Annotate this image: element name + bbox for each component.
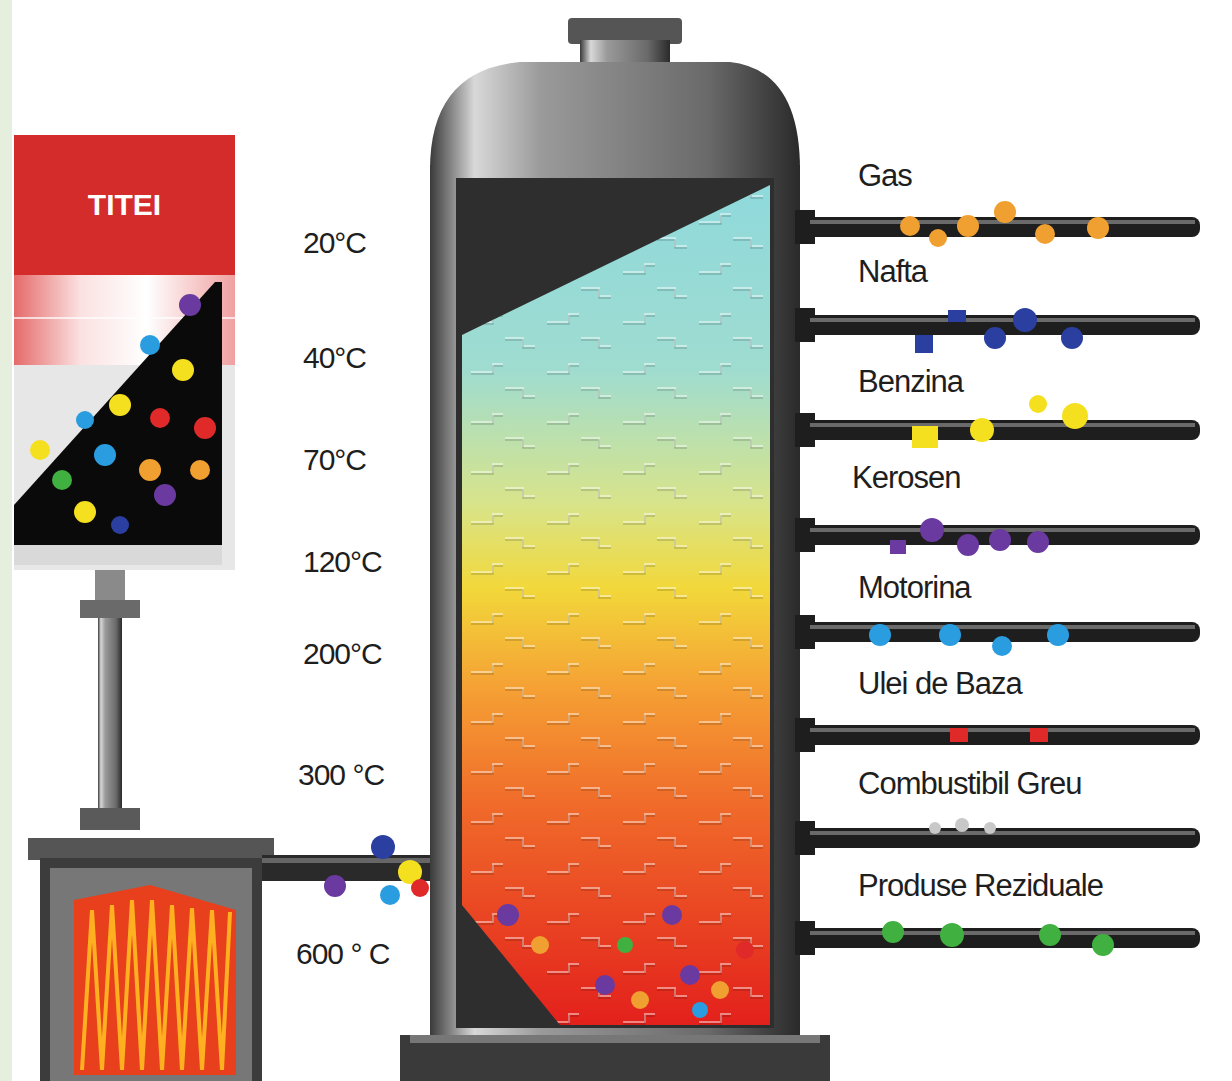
- product-label: Motorina: [858, 570, 971, 606]
- product-label: Combustibil Greu: [858, 766, 1081, 802]
- transfer-line: [262, 835, 437, 905]
- feed-tank-header: TITEI: [14, 135, 235, 275]
- combustibil-dots: [929, 818, 996, 834]
- product-label: Kerosen: [852, 460, 960, 496]
- crude-tank: [14, 135, 235, 570]
- ulei-dots: [950, 728, 1048, 742]
- gas-dots: [900, 201, 1109, 247]
- kerosen-dots: [890, 518, 1049, 556]
- residue-dots: [497, 904, 754, 1018]
- furnace: [28, 838, 274, 1081]
- page-strip: [0, 0, 12, 1081]
- feed-pipe: [80, 570, 140, 830]
- product-label: Benzina: [858, 364, 963, 400]
- product-label: Nafta: [858, 254, 927, 290]
- temperature-label: 40°C: [303, 341, 366, 376]
- nafta-dots: [915, 308, 1083, 353]
- tank-title: TITEI: [88, 188, 161, 223]
- reziduale-dots: [882, 921, 1114, 956]
- temperature-label: 200°C: [303, 637, 382, 672]
- temperature-label: 600 ° C: [296, 937, 389, 972]
- benzina-dots: [912, 395, 1088, 448]
- molecule-dots: [30, 294, 216, 534]
- temperature-label: 70°C: [303, 443, 366, 478]
- product-label: Gas: [858, 158, 912, 194]
- temperature-label: 120°C: [303, 545, 382, 580]
- motorina-dots: [869, 624, 1069, 656]
- temperature-label: 20°C: [303, 226, 366, 261]
- product-pipes: [795, 201, 1200, 956]
- temperature-label: 300 °C: [298, 758, 384, 793]
- distillation-column: [400, 18, 830, 1081]
- product-label: Ulei de Baza: [858, 666, 1022, 702]
- product-label: Produse Reziduale: [858, 868, 1103, 904]
